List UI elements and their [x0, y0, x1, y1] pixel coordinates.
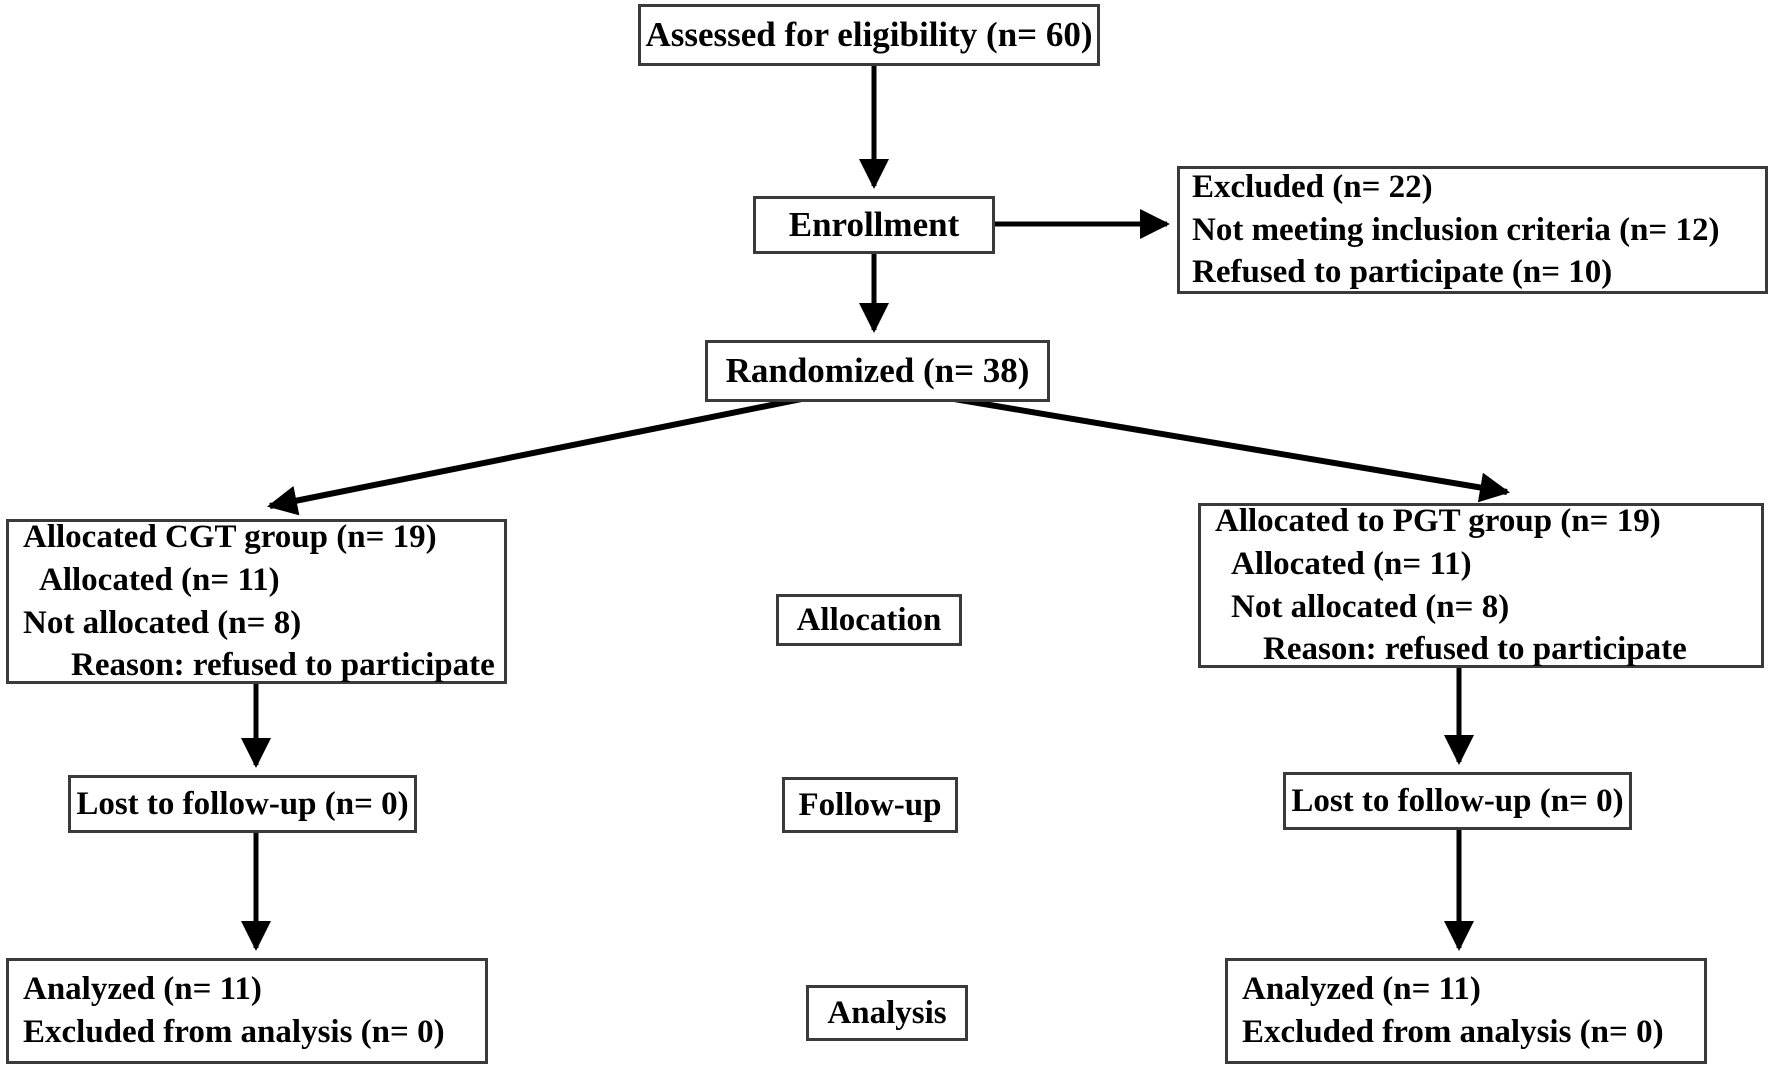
arrow-randomized-to-allocated-cgt [267, 382, 872, 516]
node-allocated-pgt-line-3: Not allocated (n= 8) [1231, 588, 1510, 625]
node-allocated-pgt-line-2: Allocated (n= 11) [1231, 545, 1472, 582]
node-allocated-pgt-line-1: Allocated to PGT group (n= 19) [1215, 502, 1661, 539]
node-allocated-cgt-line-4: Reason: refused to participate [71, 647, 495, 684]
node-lost-to-followup-cgt-label: Lost to follow-up (n= 0) [76, 785, 409, 822]
node-lost-to-followup-cgt: Lost to follow-up (n= 0) [68, 775, 417, 833]
node-assessed-for-eligibility: Assessed for eligibility (n= 60) [638, 4, 1100, 66]
node-analyzed-cgt-line-2: Excluded from analysis (n= 0) [23, 1014, 445, 1050]
node-enrollment: Enrollment [753, 196, 995, 254]
node-allocated-pgt-line-4: Reason: refused to participate [1263, 631, 1687, 668]
node-enrollment-label: Enrollment [788, 205, 960, 245]
stage-label-followup: Follow-up [782, 777, 958, 833]
node-lost-to-followup-pgt-label: Lost to follow-up (n= 0) [1291, 782, 1624, 819]
node-excluded: Excluded (n= 22) Not meeting inclusion c… [1177, 166, 1768, 294]
stage-label-analysis-text: Analysis [827, 994, 947, 1031]
node-allocated-cgt-line-1: Allocated CGT group (n= 19) [23, 518, 437, 555]
stage-label-allocation: Allocation [776, 594, 962, 646]
node-excluded-line-1: Excluded (n= 22) [1192, 168, 1433, 205]
node-assessed-for-eligibility-label: Assessed for eligibility (n= 60) [645, 15, 1093, 55]
node-randomized-label: Randomized (n= 38) [725, 351, 1030, 391]
stage-label-analysis: Analysis [806, 985, 968, 1041]
node-allocated-cgt-line-2: Allocated (n= 11) [39, 561, 280, 598]
node-allocated-pgt: Allocated to PGT group (n= 19) Allocated… [1198, 503, 1764, 668]
node-analyzed-pgt-line-1: Analyzed (n= 11) [1242, 971, 1481, 1008]
node-lost-to-followup-pgt: Lost to follow-up (n= 0) [1283, 772, 1632, 830]
node-excluded-line-3: Refused to participate (n= 10) [1192, 254, 1613, 291]
node-analyzed-pgt-line-2: Excluded from analysis (n= 0) [1242, 1014, 1664, 1050]
node-analyzed-cgt-line-1: Analyzed (n= 11) [23, 971, 262, 1008]
node-randomized: Randomized (n= 38) [705, 340, 1050, 402]
stage-label-followup-text: Follow-up [798, 786, 942, 823]
node-excluded-line-2: Not meeting inclusion criteria (n= 12) [1192, 211, 1720, 248]
node-analyzed-pgt: Analyzed (n= 11) Excluded from analysis … [1225, 958, 1707, 1064]
node-allocated-cgt-line-3: Not allocated (n= 8) [23, 604, 302, 641]
node-analyzed-cgt: Analyzed (n= 11) Excluded from analysis … [6, 958, 488, 1064]
stage-label-allocation-text: Allocation [796, 601, 942, 638]
node-allocated-cgt: Allocated CGT group (n= 19) Allocated (n… [6, 519, 507, 684]
